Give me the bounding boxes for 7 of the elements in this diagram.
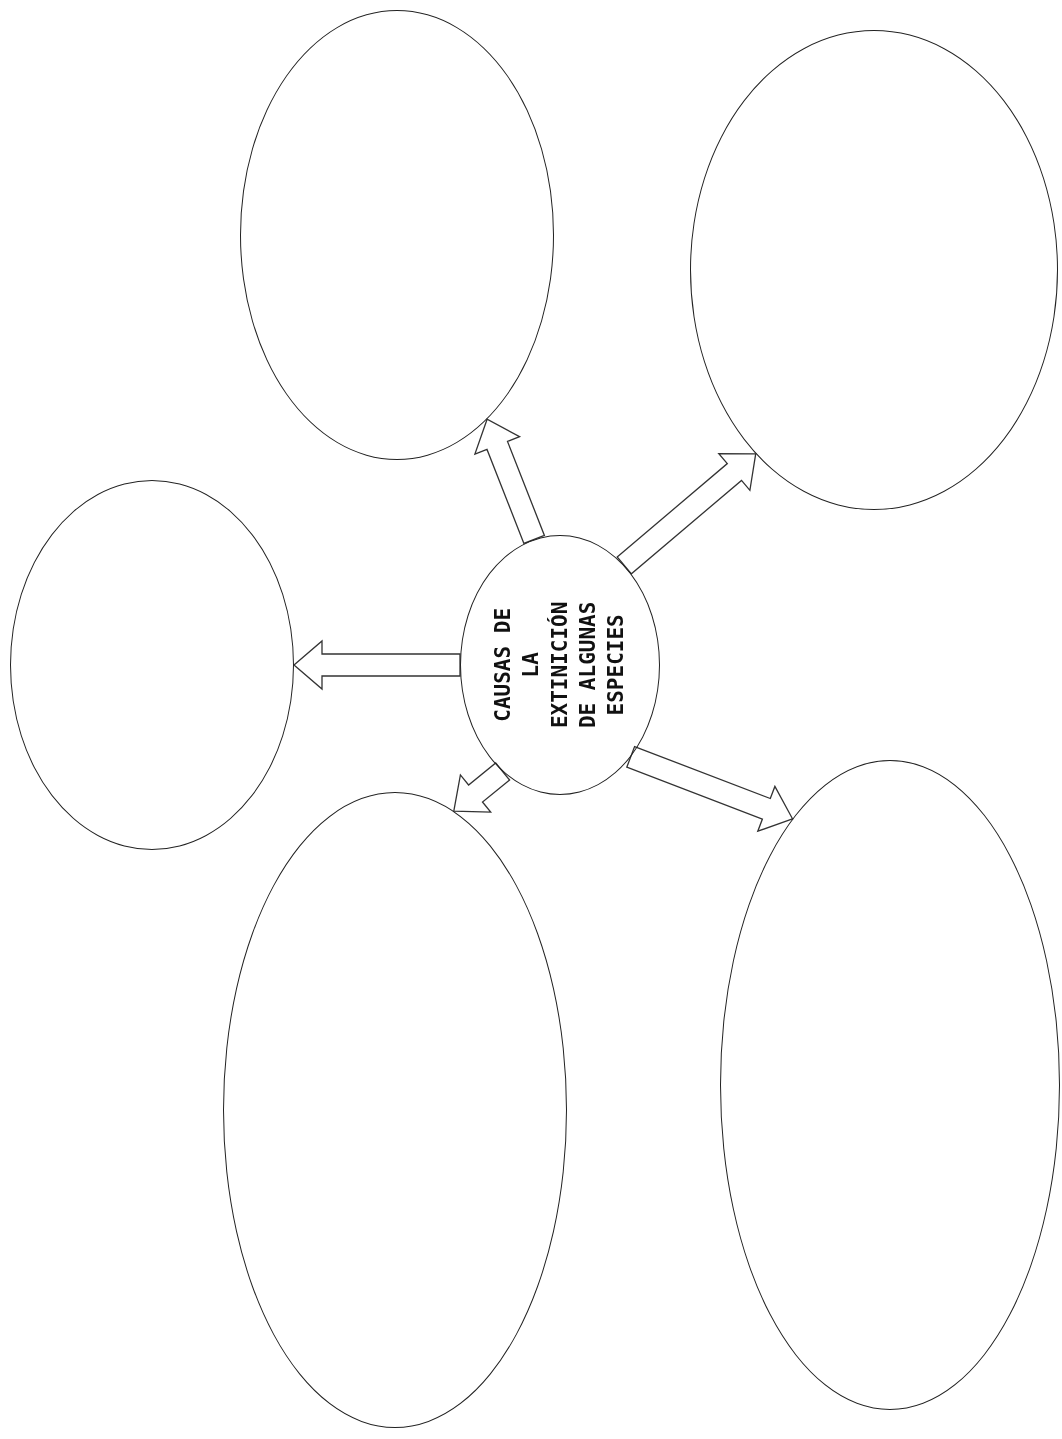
block-arrow xyxy=(616,453,757,575)
block-arrow xyxy=(293,639,461,691)
topic-title: CAUSAS DE LA EXTINICIÓN DE ALGUNAS ESPECIES xyxy=(490,600,630,731)
empty-ellipse xyxy=(690,30,1058,510)
block-arrow xyxy=(453,762,511,813)
block-arrow xyxy=(473,418,546,545)
block-arrow xyxy=(625,745,794,833)
